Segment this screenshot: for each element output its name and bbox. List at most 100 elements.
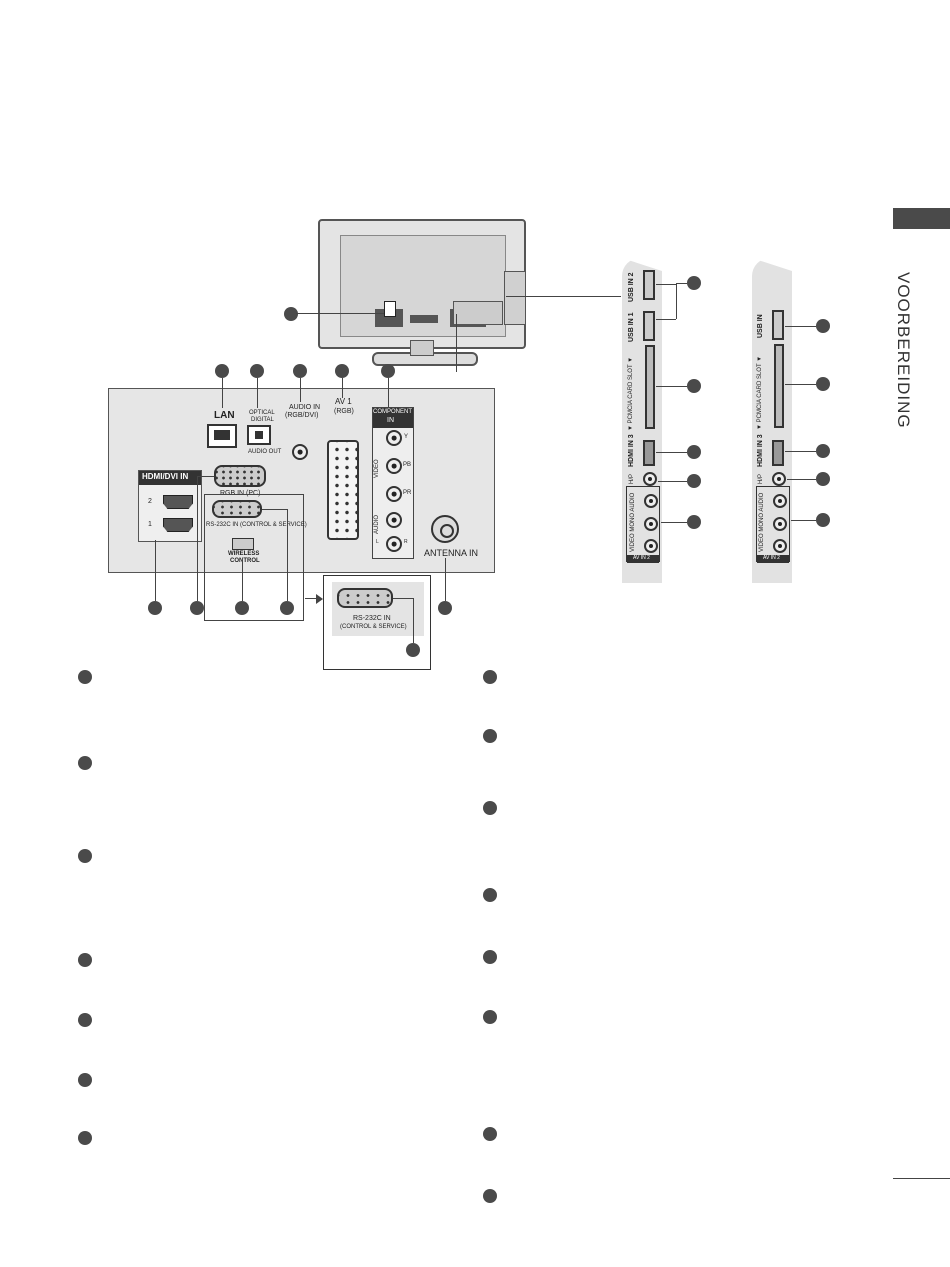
av-labels-a: VIDEO MONO AUDIO bbox=[630, 492, 636, 552]
usb-port-b[interactable] bbox=[772, 310, 784, 340]
hp-jack-b[interactable] bbox=[772, 472, 786, 486]
list-bullet bbox=[483, 888, 497, 902]
pcmcia-label-a: ▼ PCMCIA CARD SLOT ▼ bbox=[628, 356, 634, 431]
page-number-rule bbox=[893, 1178, 950, 1179]
callout-dot bbox=[335, 364, 349, 378]
hdmi-dvi-label: HDMI/DVI IN bbox=[142, 472, 189, 481]
wireless-port[interactable] bbox=[232, 538, 254, 550]
callout-line bbox=[342, 378, 343, 398]
callout-dot bbox=[687, 445, 701, 459]
av-video-jack-a[interactable] bbox=[644, 494, 658, 508]
callout-dot bbox=[406, 643, 420, 657]
usb-label-b: USB IN bbox=[757, 314, 764, 338]
pcmcia-slot-b[interactable] bbox=[774, 344, 784, 428]
antenna-port[interactable] bbox=[431, 515, 459, 543]
callout-line bbox=[787, 479, 816, 480]
av-in2-label-b: AV IN 2 bbox=[763, 555, 780, 561]
comp-r-label: R bbox=[404, 539, 408, 545]
callout-line bbox=[197, 476, 214, 477]
hp-jack-a[interactable] bbox=[643, 472, 657, 486]
callout-dot bbox=[381, 364, 395, 378]
callout-line bbox=[257, 378, 258, 408]
hdmi3-port-a[interactable] bbox=[643, 440, 655, 466]
audio-out-label: AUDIO OUT bbox=[248, 449, 282, 455]
callout-line bbox=[785, 384, 816, 385]
callout-dot bbox=[438, 601, 452, 615]
av-mono-jack-b[interactable] bbox=[773, 517, 787, 531]
hdmi3-port-b[interactable] bbox=[772, 440, 784, 466]
callout-dot bbox=[687, 474, 701, 488]
callout-dot bbox=[816, 444, 830, 458]
callout-line bbox=[445, 558, 446, 601]
callout-line bbox=[676, 283, 677, 319]
list-bullet bbox=[78, 1073, 92, 1087]
tv-back-illustration bbox=[318, 219, 526, 349]
component-pb-jack[interactable] bbox=[386, 458, 402, 474]
callout-dot bbox=[190, 601, 204, 615]
hdmi-1-port[interactable] bbox=[163, 518, 193, 532]
wireless-control-label: CONTROL bbox=[230, 558, 260, 564]
comp-pb-label: PB bbox=[403, 462, 412, 468]
hdmi-2-port[interactable] bbox=[163, 495, 193, 509]
list-bullet bbox=[78, 1131, 92, 1145]
hdmi-1-label: 1 bbox=[148, 521, 152, 528]
rs232c-inset-port[interactable] bbox=[337, 588, 393, 608]
audio-in-jack[interactable] bbox=[292, 444, 308, 460]
callout-line bbox=[456, 314, 457, 372]
av-audio-jack-b[interactable] bbox=[773, 539, 787, 553]
callout-dot bbox=[687, 515, 701, 529]
av-video-jack-b[interactable] bbox=[773, 494, 787, 508]
lan-label: LAN bbox=[214, 410, 235, 421]
comp-pr-label: PR bbox=[403, 490, 412, 496]
callout-line bbox=[785, 326, 816, 327]
arrow-head bbox=[316, 594, 323, 604]
hdmi3-label-a: HDMI IN 3 bbox=[628, 434, 635, 467]
lan-port[interactable] bbox=[207, 424, 237, 448]
callout-line bbox=[197, 476, 198, 601]
list-bullet bbox=[483, 801, 497, 815]
rs232c-port[interactable] bbox=[212, 500, 262, 518]
callout-line bbox=[300, 378, 301, 402]
wireless-label: WIRELESS bbox=[228, 551, 260, 557]
callout-line bbox=[287, 509, 288, 601]
component-label: COMPONENT bbox=[373, 409, 412, 415]
optical-port[interactable] bbox=[247, 425, 271, 445]
list-bullet bbox=[78, 670, 92, 684]
hdmi3-label-b: HDMI IN 3 bbox=[757, 434, 764, 467]
av-labels-b: VIDEO MONO AUDIO bbox=[759, 492, 765, 552]
comp-l-label: L bbox=[376, 539, 379, 545]
callout-line bbox=[656, 319, 676, 320]
pcmcia-slot-a[interactable] bbox=[645, 345, 655, 429]
usb1-port[interactable] bbox=[643, 311, 655, 341]
av-mono-jack-a[interactable] bbox=[644, 517, 658, 531]
callout-dot bbox=[687, 276, 701, 290]
scart-port[interactable] bbox=[327, 440, 359, 540]
list-bullet bbox=[483, 670, 497, 684]
usb2-label: USB IN 2 bbox=[628, 272, 635, 302]
usb2-port[interactable] bbox=[643, 270, 655, 300]
callout-dot bbox=[280, 601, 294, 615]
rgb-in-port[interactable] bbox=[214, 465, 266, 487]
component-audio-l-jack[interactable] bbox=[386, 512, 402, 528]
callout-line bbox=[296, 313, 384, 314]
component-y-jack[interactable] bbox=[386, 430, 402, 446]
callout-line bbox=[242, 560, 243, 601]
arrow-line bbox=[305, 598, 317, 599]
av-audio-jack-a[interactable] bbox=[644, 539, 658, 553]
component-pr-jack[interactable] bbox=[386, 486, 402, 502]
optical-digital-label: DIGITAL bbox=[251, 417, 274, 423]
callout-line bbox=[155, 540, 156, 601]
list-bullet bbox=[483, 1189, 497, 1203]
comp-video-label: VIDEO bbox=[374, 459, 380, 478]
callout-dot bbox=[148, 601, 162, 615]
list-bullet bbox=[78, 849, 92, 863]
audio-in-label: AUDIO IN bbox=[289, 404, 321, 411]
callout-line bbox=[656, 386, 687, 387]
list-bullet bbox=[483, 1010, 497, 1024]
component-audio-r-jack[interactable] bbox=[386, 536, 402, 552]
callout-line bbox=[658, 481, 687, 482]
list-bullet bbox=[78, 1013, 92, 1027]
list-bullet bbox=[483, 950, 497, 964]
list-bullet bbox=[483, 1127, 497, 1141]
callout-dot bbox=[235, 601, 249, 615]
